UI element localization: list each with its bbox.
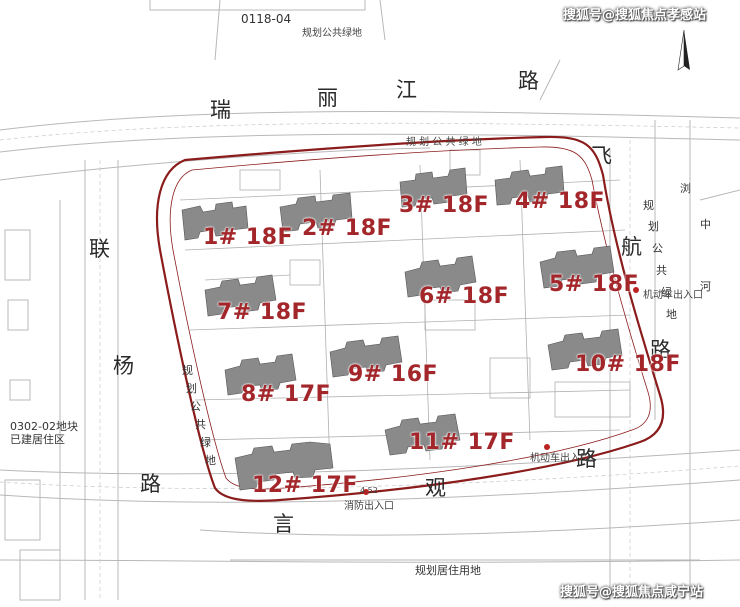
site-top-green-label: 规 划 公 共 绿 地 [406,137,482,148]
left-green-char-6: 地 [205,454,216,467]
building-9-label: 9# 16F [348,362,439,387]
building-11-footprint [384,413,461,456]
road-east-char-2: 航 [621,235,642,259]
road-west-char-2: 杨 [113,354,134,378]
entrance-marker-south [544,444,550,450]
left-green-char-5: 绿 [200,436,211,449]
building-4-footprint [494,165,565,206]
left-green-char-3: 公 [190,400,201,413]
road-south-char-2: 观 [425,476,446,500]
top-green-label: 规划公共绿地 [302,28,362,39]
building-2-footprint [279,192,353,233]
road-north-char-4: 路 [518,69,539,93]
fire-entrance: 消防出入口 [344,501,394,512]
road-west-char-3: 路 [140,472,161,496]
elevation-south: 4.52 [360,486,378,495]
site-inner-boundary [169,146,651,490]
building-5-footprint [539,245,615,289]
road-west-char-1: 联 [89,237,110,261]
building-3-footprint [399,167,468,208]
building-4-label: 4# 18F [515,189,606,214]
north-arrow [677,29,690,71]
right-green-char-3: 公 [652,242,663,255]
right-green-char-1: 规 [643,199,654,212]
plot-code: 0118-04 [241,12,292,26]
entrance-marker-fire [363,489,369,495]
south-plan-label: 规划居住用地 [415,564,481,577]
building-7-footprint [204,274,277,317]
building-2-label: 2# 18F [302,216,393,241]
road-north-char-3: 江 [396,78,417,102]
building-10-label: 10# 18F [575,352,681,377]
vehicle-entrance-east: 机动车出入口 [643,290,703,301]
building-6-footprint [404,255,477,298]
road-north-char-2: 丽 [317,86,338,110]
road-south-char-3: 路 [576,447,597,471]
building-8-label: 8# 17F [241,382,332,407]
river-char-2: 中 [700,218,711,231]
right-green-char-2: 划 [648,220,659,233]
road-north-char-1: 瑞 [210,98,231,122]
building-1-label: 1# 18F [203,225,294,250]
existing-residential-line-2: 已建居住区 [10,433,65,446]
right-green-char-6: 地 [666,308,677,321]
building-10-footprint [547,328,623,371]
building-12-footprint [234,441,334,491]
site-boundary [155,135,665,502]
building-8-footprint [224,353,297,396]
building-11-label: 11# 17F [409,430,515,455]
left-green-char-2: 划 [186,382,197,395]
right-green-char-4: 共 [656,264,667,277]
watermark-bottom: 搜狐号@搜狐焦点咸宁站 [560,585,704,600]
left-green-char-1: 规 [182,364,193,377]
river-char-3: 河 [700,280,711,293]
left-green-char-4: 共 [195,418,206,431]
right-green-char-5: 绿 [661,286,672,299]
building-1-footprint [181,201,249,241]
road-east-char-1: 飞 [591,144,612,168]
building-5-label: 5# 18F [549,272,640,297]
building-7-label: 7# 18F [217,300,308,325]
dashed-lines [0,122,740,600]
watermark-top: 搜狐号@搜狐焦点孝感站 [563,8,707,23]
building-6-label: 6# 18F [419,284,510,309]
markers [363,287,639,495]
river-char-1: 浏 [680,182,691,195]
building-12-label: 12# 17F [252,473,358,498]
building-9-footprint [329,335,403,378]
existing-residential-line-1: 0302-02地块 [10,420,78,433]
building-footprints [181,165,623,491]
building-3-label: 3# 18F [399,193,490,218]
entrance-marker-east [633,287,639,293]
road-south-char-1: 言 [273,512,294,536]
vehicle-entrance-south: 机动车出入口 [530,453,590,464]
road-east-char-3: 路 [650,338,671,362]
